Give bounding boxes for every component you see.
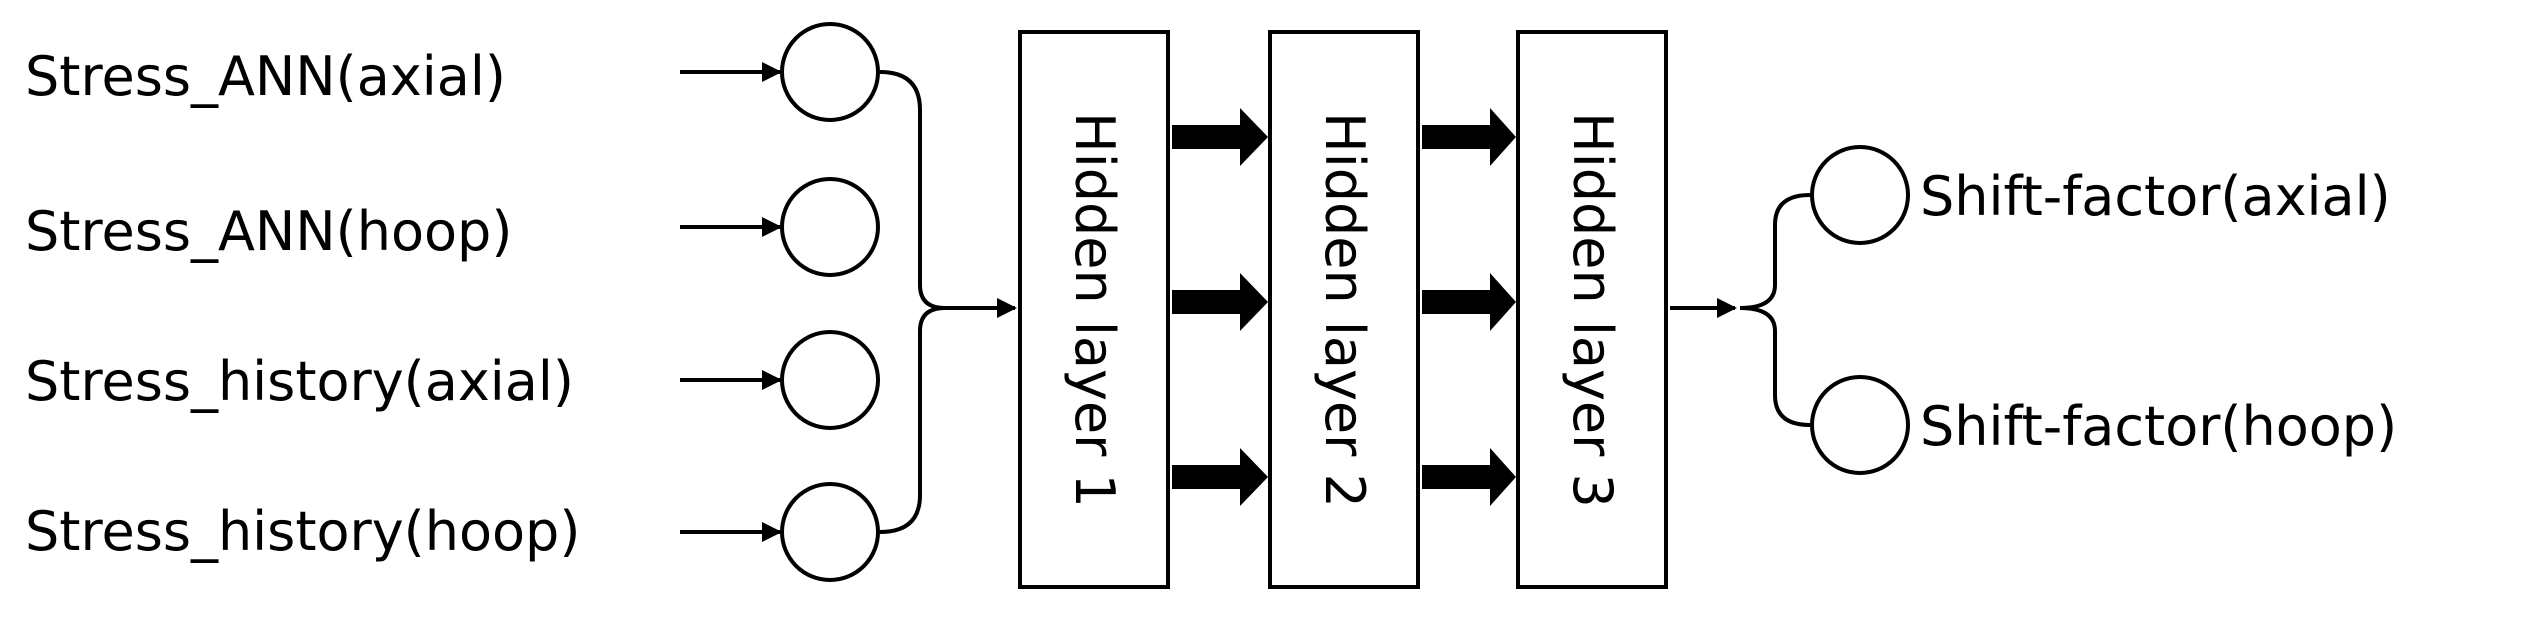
input-label-stress-history-axial: Stress_history(axial) <box>25 350 574 413</box>
input-node <box>780 482 880 582</box>
fat-arrow-icon <box>1172 108 1268 166</box>
input-node <box>780 330 880 430</box>
input-node <box>780 177 880 277</box>
hidden-layer-label-2: Hidden layer 2 <box>1313 112 1376 508</box>
output-node <box>1810 145 1910 245</box>
output-label-shift-factor-axial: Shift-factor(axial) <box>1920 165 2391 228</box>
input-merge-brace <box>879 70 946 534</box>
output-label-shift-factor-hoop: Shift-factor(hoop) <box>1920 395 2397 458</box>
hidden-layer-box-1 <box>1018 30 1170 589</box>
fat-arrow-icon <box>1172 448 1268 506</box>
hidden-layer-box-3 <box>1516 30 1668 589</box>
input-label-stress-ann-hoop: Stress_ANN(hoop) <box>25 200 512 263</box>
fat-arrow-icon <box>1422 108 1516 166</box>
input-node <box>780 22 880 122</box>
fat-arrow-icon <box>1172 273 1268 331</box>
output-split-brace <box>1739 193 1812 427</box>
input-label-stress-history-hoop: Stress_history(hoop) <box>25 500 580 563</box>
hidden-layer-label-3: Hidden layer 3 <box>1561 112 1624 508</box>
output-node <box>1810 375 1910 475</box>
input-label-stress-ann-axial: Stress_ANN(axial) <box>25 45 506 108</box>
hidden-layer-label-1: Hidden layer 1 <box>1063 112 1126 508</box>
fat-arrow-icon <box>1422 273 1516 331</box>
hidden-layer-box-2 <box>1268 30 1420 589</box>
fat-arrow-icon <box>1422 448 1516 506</box>
